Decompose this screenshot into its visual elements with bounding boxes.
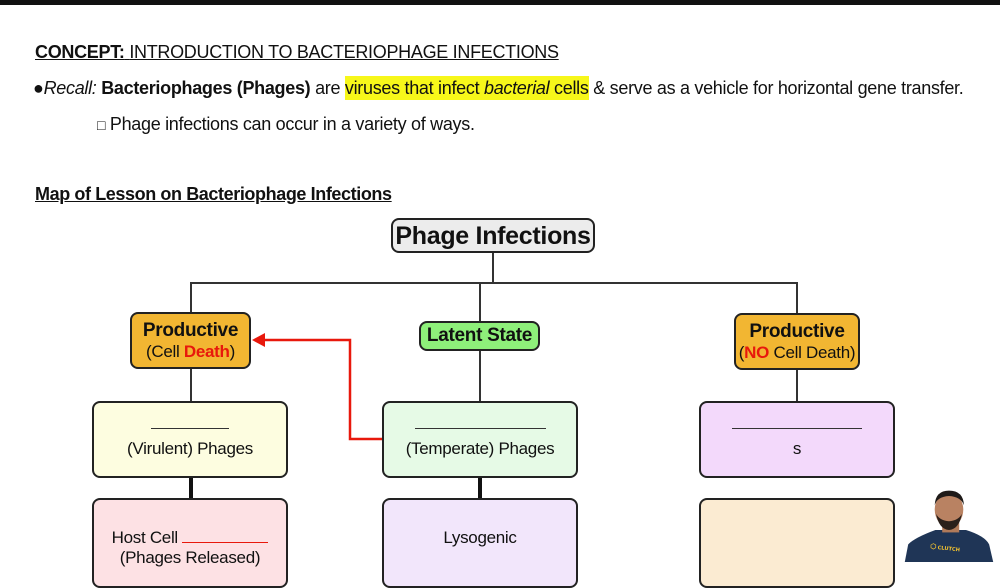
fill-in-blank — [732, 420, 862, 429]
root-node: Phage Infections — [391, 218, 595, 253]
shirt-logo-text: CLUTCH — [937, 545, 960, 553]
right-outcome-node — [699, 498, 895, 588]
top-bar — [0, 0, 1000, 5]
presenter-head — [934, 491, 964, 528]
right-phages-node: s — [699, 401, 895, 478]
productive-no-death-node: Productive (NO Cell Death) — [734, 313, 860, 370]
presenter-beard — [936, 513, 962, 531]
red-arrow — [262, 338, 383, 441]
highlight: viruses that infect bacterial cells — [344, 76, 589, 100]
sub-bullet: □ Phage infections can occur in a variet… — [97, 114, 475, 134]
connector — [796, 369, 798, 402]
presenter-hair — [934, 490, 964, 506]
connector — [190, 368, 192, 402]
connector — [479, 350, 481, 402]
connector — [190, 282, 192, 313]
presenter-shirt — [904, 530, 994, 562]
host-cell-node: Host Cell (Phages Released) — [92, 498, 288, 588]
red-arrowhead — [252, 333, 265, 347]
virulent-phages-node: (Virulent) Phages — [92, 401, 288, 478]
connector — [479, 282, 481, 322]
recall-line: ●Recall: Bacteriophages (Phages) are vir… — [33, 76, 964, 100]
latent-state-node: Latent State — [419, 321, 540, 351]
connector — [492, 253, 494, 284]
fill-in-blank — [151, 420, 229, 429]
connector — [796, 282, 798, 314]
clutch-logo-icon — [930, 543, 937, 550]
connector — [190, 282, 798, 284]
fill-in-blank — [414, 420, 546, 429]
productive-death-node: Productive (Cell Death) — [130, 312, 251, 369]
lysogenic-node: Lysogenic — [382, 498, 578, 588]
concept-title: CONCEPT: INTRODUCTION TO BACTERIOPHAGE I… — [35, 42, 559, 62]
map-heading: Map of Lesson on Bacteriophage Infection… — [35, 184, 392, 204]
presenter-video: CLUTCH — [904, 490, 994, 562]
temperate-phages-node: (Temperate) Phages — [382, 401, 578, 478]
